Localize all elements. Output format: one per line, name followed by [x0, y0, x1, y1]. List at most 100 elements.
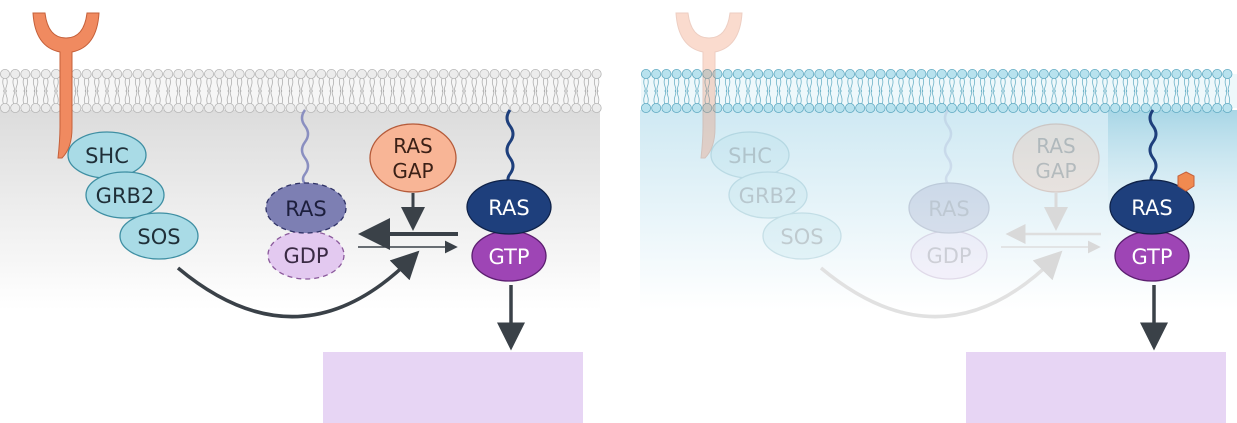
lipid-tail — [1084, 89, 1088, 105]
lipid-head — [1151, 69, 1162, 80]
lipid-head — [448, 103, 459, 114]
lipid-tail — [707, 89, 710, 105]
lipid-tail — [959, 89, 962, 105]
lipid-head — [1212, 69, 1223, 80]
lipid-tail — [117, 89, 120, 105]
lipid-head — [356, 103, 367, 114]
lipid-head — [326, 103, 337, 114]
lipid-head — [834, 103, 845, 114]
lipid-tail — [341, 89, 345, 105]
sos-activation-arrow — [819, 250, 1063, 319]
lipid-tail — [786, 89, 789, 105]
lipid-tail — [918, 89, 922, 105]
lipid-anchor — [943, 109, 953, 185]
lipid-tail — [847, 89, 850, 105]
lipid-head — [936, 69, 947, 80]
lipid-head — [203, 103, 214, 114]
lipid-head — [295, 103, 306, 114]
lipid-tail — [1051, 89, 1054, 105]
lipid-head — [234, 69, 245, 80]
lipid-head — [916, 69, 927, 80]
lipid-tail — [748, 89, 751, 105]
lipid-tail — [73, 89, 77, 105]
lipid-head — [641, 103, 652, 114]
lipid-tail — [1146, 89, 1149, 105]
ras-protein — [1109, 179, 1195, 235]
lipid-head — [773, 69, 784, 80]
lipid-head — [173, 103, 184, 114]
adaptor-chain: SHC GRB2 SOS — [67, 131, 199, 260]
lipid-tail — [1003, 89, 1006, 105]
lipid-tail — [175, 89, 179, 105]
adaptor-shc: SHC — [710, 131, 790, 179]
lipid-head — [1161, 69, 1172, 80]
lipid-tail — [318, 89, 321, 105]
lipid-tail — [188, 89, 192, 105]
lipid-head — [977, 69, 988, 80]
lipid-tail — [1064, 89, 1067, 105]
lipid-head — [1110, 69, 1121, 80]
ras-protein — [466, 179, 552, 235]
lipid-head — [285, 103, 296, 114]
lipid-head — [906, 69, 917, 80]
lipid-tail — [952, 89, 955, 105]
lipid-tail — [1010, 89, 1013, 105]
lipid-head — [377, 69, 388, 80]
lipid-tail — [1023, 89, 1027, 105]
lipid-head — [1110, 103, 1121, 114]
lipid-head — [1140, 69, 1151, 80]
lipid-head — [509, 69, 520, 80]
lipid-head — [540, 69, 551, 80]
lipid-head — [418, 69, 429, 80]
lipid-head — [875, 103, 886, 114]
lipid-head — [561, 103, 572, 114]
lipid-head — [947, 69, 958, 80]
lipid-head — [855, 103, 866, 114]
lipid-head — [367, 69, 378, 80]
gdp-molecule — [910, 230, 988, 280]
lipid-tail — [1163, 89, 1166, 105]
lipid-tail — [694, 89, 697, 105]
lipid-tail — [877, 89, 881, 105]
lipid-tail — [1102, 89, 1105, 105]
lipid-tail — [979, 89, 983, 105]
lipid-tail — [687, 89, 690, 105]
ras-gap-label-line2: GAP — [392, 159, 433, 183]
lipid-tail — [15, 89, 18, 105]
lipid-tail — [1227, 89, 1231, 105]
lipid-head — [397, 69, 408, 80]
lipid-tail — [35, 89, 39, 105]
gdp-label: GDP — [926, 244, 971, 268]
lipid-tail — [857, 89, 860, 105]
lipid-tail — [32, 89, 36, 105]
lipid-tail — [114, 89, 117, 105]
lipid-tail — [440, 89, 444, 105]
lipid-head — [773, 103, 784, 114]
lipid-head — [651, 103, 662, 114]
lipid-head — [550, 69, 561, 80]
lipid-tail — [328, 89, 332, 105]
lipid-head — [163, 69, 174, 80]
lipid-tail — [25, 89, 29, 105]
lipid-head — [479, 103, 490, 114]
lipid-tail — [663, 89, 667, 105]
lipid-head — [0, 103, 10, 114]
lipid-tail — [464, 89, 467, 105]
lipid-tail — [596, 89, 600, 105]
lipid-tail — [1112, 89, 1115, 105]
lipid-head — [661, 69, 672, 80]
lipid-tail — [443, 89, 447, 105]
lipid-tail — [796, 89, 799, 105]
lipid-head — [1049, 103, 1060, 114]
lipid-tail — [806, 89, 809, 105]
lipid-anchor — [1148, 109, 1158, 185]
lipid-tail — [809, 89, 812, 105]
lipid-tail — [1092, 89, 1095, 105]
lipid-head — [1100, 69, 1111, 80]
lipid-head — [1181, 103, 1192, 114]
lipid-tail — [124, 89, 128, 105]
lipid-head — [1222, 69, 1233, 80]
lipid-tail — [461, 89, 464, 105]
lipid-tail — [270, 89, 273, 105]
lipid-head — [265, 103, 276, 114]
